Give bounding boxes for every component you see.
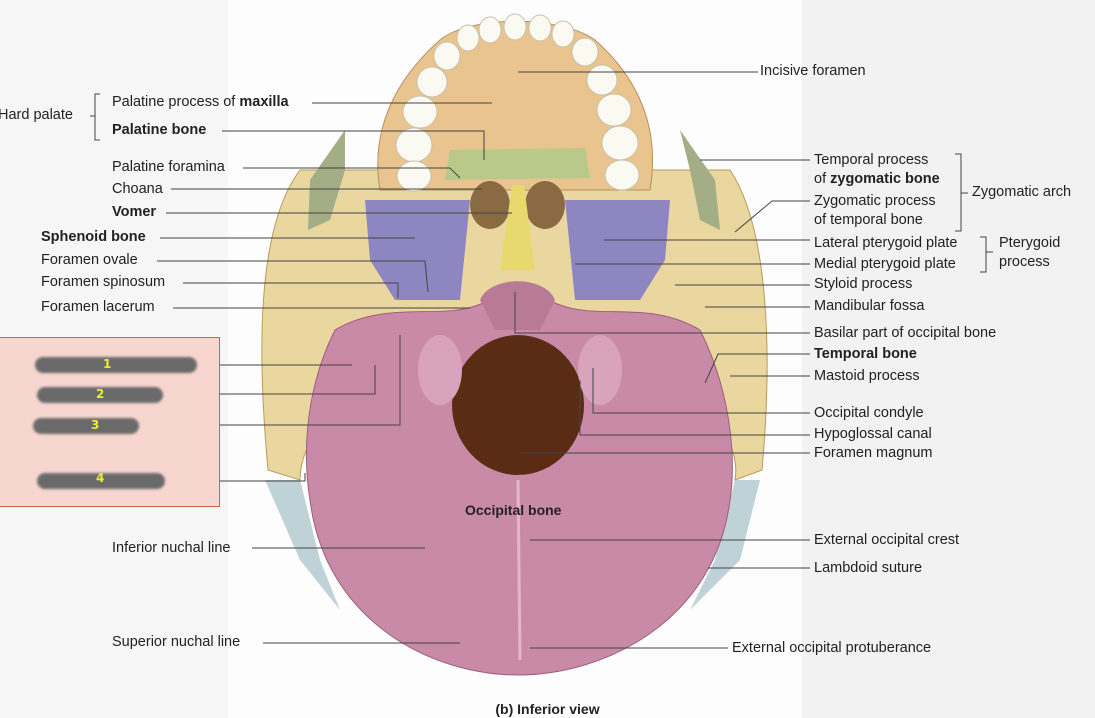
label-temporal-process-2: of zygomatic bone xyxy=(814,171,940,188)
quiz-number-3: 3 xyxy=(91,418,100,432)
teeth xyxy=(395,13,640,192)
occipital-crest xyxy=(516,479,522,661)
zygomatic-left xyxy=(308,130,345,230)
basilar xyxy=(480,281,555,330)
label-palatine-process-text: Palatine process of xyxy=(112,94,240,110)
label-zygomatic-process-2: of temporal bone xyxy=(814,212,923,228)
label-zygomatic-process-1: Zygomatic process xyxy=(814,193,936,209)
zygomatic-right xyxy=(680,130,720,230)
choana-right xyxy=(525,181,565,229)
label-pterygoid-1: Pterygoid xyxy=(999,235,1061,251)
label-vomer: Vomer xyxy=(112,204,157,220)
quiz-number-1: 1 xyxy=(103,357,112,371)
label-superior-nuchal-line: Superior nuchal line xyxy=(112,634,241,650)
label-lateral-pterygoid: Lateral pterygoid plate xyxy=(814,235,958,251)
foramen-magnum xyxy=(452,335,584,475)
label-zygomatic-arch: Zygomatic arch xyxy=(972,184,1072,200)
leader-lines xyxy=(90,71,993,649)
blank-label-4[interactable] xyxy=(37,473,165,489)
label-medial-pterygoid: Medial pterygoid plate xyxy=(814,256,956,272)
label-hypoglossal-canal: Hypoglossal canal xyxy=(814,426,932,442)
label-external-occipital-protuberance: External occipital protuberance xyxy=(732,640,932,656)
parietal-left xyxy=(265,480,340,610)
label-styloid-process: Styloid process xyxy=(814,276,913,292)
skull-bones xyxy=(261,13,768,676)
palatine-bone xyxy=(445,148,590,180)
label-foramen-spinosum: Foramen spinosum xyxy=(41,274,166,290)
label-foramen-ovale: Foramen ovale xyxy=(41,252,138,268)
label-temporal-process-1: Temporal process xyxy=(814,152,929,168)
choana-left xyxy=(470,181,510,229)
blank-label-1[interactable] xyxy=(35,357,197,373)
occipital-condyle-right xyxy=(578,335,622,405)
vomer xyxy=(500,185,535,270)
label-external-occipital-crest: External occipital crest xyxy=(814,532,960,548)
quiz-number-2: 2 xyxy=(96,387,105,401)
label-temporal-bone: Temporal bone xyxy=(814,346,917,362)
label-foramen-lacerum: Foramen lacerum xyxy=(41,299,155,315)
label-basilar-part: Basilar part of occipital bone xyxy=(814,325,997,341)
label-choana: Choana xyxy=(112,181,163,197)
quiz-box: 1 2 3 4 xyxy=(0,337,220,507)
label-inferior-nuchal-line: Inferior nuchal line xyxy=(112,540,231,556)
label-incisive-foramen: Incisive foramen xyxy=(760,63,866,79)
label-maxilla-bold: maxilla xyxy=(239,94,289,110)
label-zygomatic-bone-bold: zygomatic bone xyxy=(830,171,940,187)
label-palatine-process: Palatine process of maxilla xyxy=(112,94,289,111)
sphenoid-left xyxy=(365,200,470,300)
parietal-right xyxy=(690,480,760,610)
blank-label-2[interactable] xyxy=(37,387,163,403)
label-mandibular-fossa: Mandibular fossa xyxy=(814,298,925,314)
blank-label-3[interactable] xyxy=(33,418,139,434)
label-temporal-process-of: of xyxy=(814,171,831,187)
label-palatine-bone: Palatine bone xyxy=(112,122,207,138)
sphenoid-right xyxy=(565,200,670,300)
label-foramen-magnum: Foramen magnum xyxy=(814,445,933,461)
label-lambdoid-suture: Lambdoid suture xyxy=(814,560,923,576)
occipital-condyle-left xyxy=(418,335,462,405)
label-occipital-bone: Occipital bone xyxy=(465,502,562,518)
label-sphenoid-bone: Sphenoid bone xyxy=(41,229,146,245)
figure-caption: (b) Inferior view xyxy=(495,701,600,717)
label-hard-palate: Hard palate xyxy=(0,107,73,123)
background-shade xyxy=(802,0,1095,718)
label-palatine-foramina: Palatine foramina xyxy=(112,159,225,175)
label-occipital-condyle: Occipital condyle xyxy=(814,405,924,421)
label-pterygoid-2: process xyxy=(999,254,1050,270)
quiz-number-4: 4 xyxy=(96,471,105,485)
label-mastoid-process: Mastoid process xyxy=(814,368,920,384)
